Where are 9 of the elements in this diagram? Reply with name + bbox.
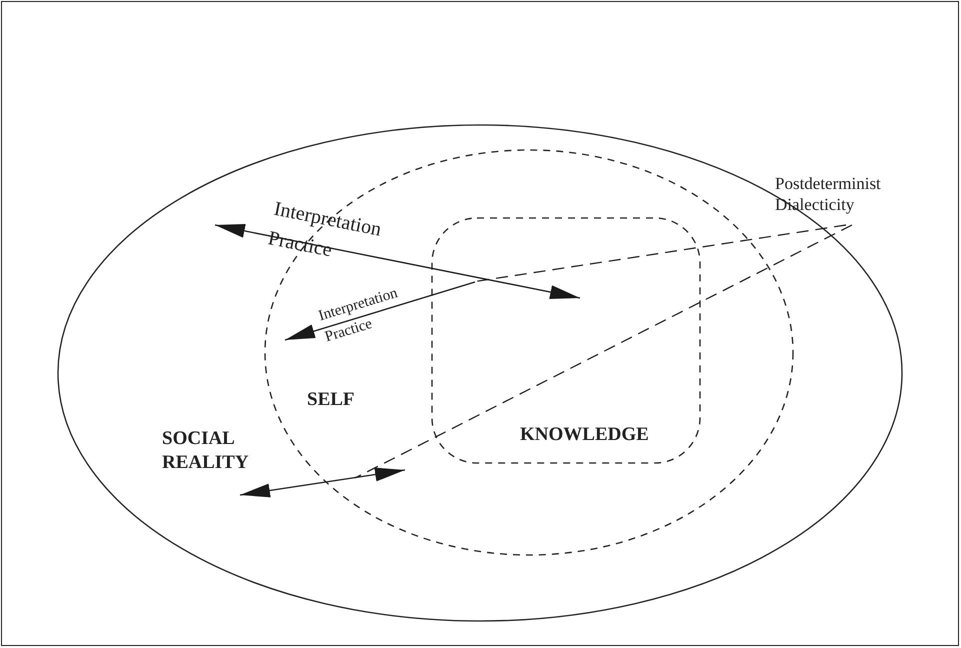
ellipse-region	[58, 125, 902, 621]
double-arrow	[214, 224, 580, 299]
arrow	[284, 281, 476, 341]
region-label: KNOWLEDGE	[520, 423, 650, 447]
region-label: SELF	[307, 388, 356, 412]
leader-line	[354, 224, 852, 479]
rounded-box-region	[432, 218, 700, 463]
double-arrow	[240, 468, 406, 498]
region-label: SOCIAL REALITY	[162, 427, 250, 474]
